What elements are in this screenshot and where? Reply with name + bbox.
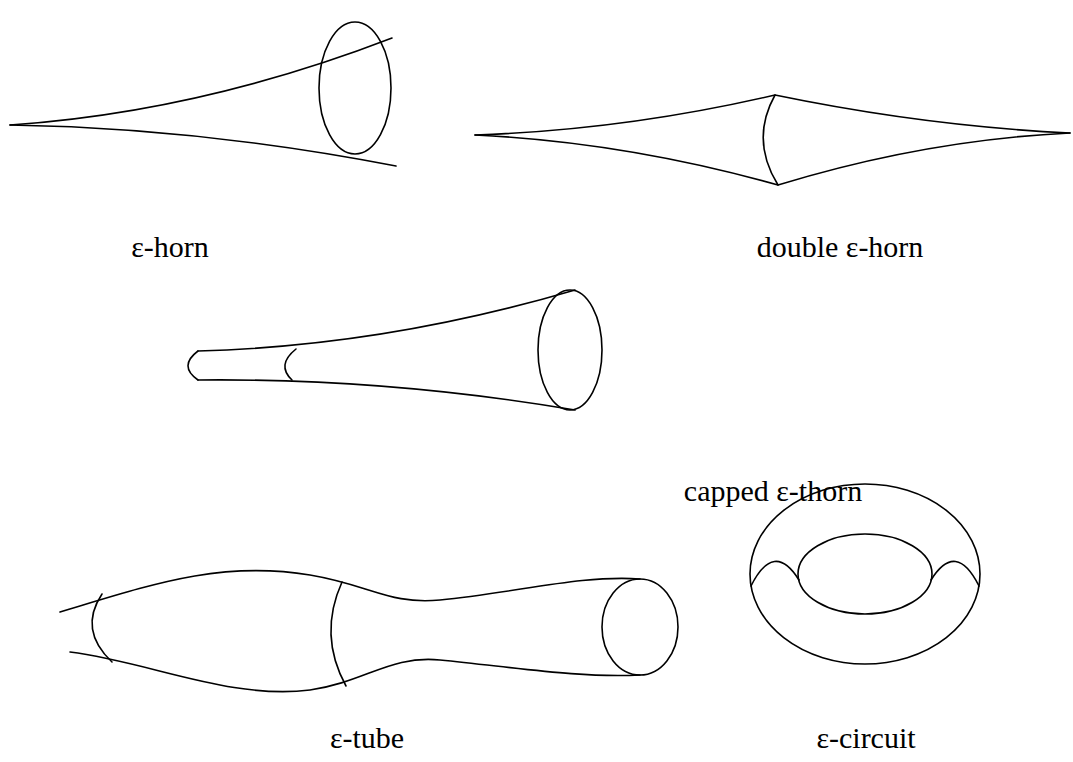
thorn-cap-arc [285, 349, 296, 380]
capped-thorn-figure [188, 290, 602, 410]
figure-caption: double ε-horn [757, 230, 924, 263]
thorn-boundary-circle [538, 290, 602, 410]
torus-meridian [751, 561, 799, 586]
tube-lower-edge [70, 652, 640, 692]
tube-cross-arc [331, 582, 346, 686]
torus-inner [798, 534, 932, 614]
thorn-lower-edge [198, 380, 575, 410]
figure-caption: ε-circuit [816, 721, 915, 754]
double-horn-middle-arc [763, 95, 778, 185]
torus-meridian [931, 561, 979, 586]
tube-upper-edge [60, 570, 640, 612]
thorn-upper-edge [198, 290, 575, 351]
tube-cross-arc [92, 594, 112, 662]
figure-caption: capped ε-thorn [684, 474, 862, 507]
thorn-cap [188, 351, 198, 380]
horn-upper-edge [10, 38, 392, 125]
double-horn-figure [475, 95, 1070, 185]
figure-caption: ε-tube [330, 721, 404, 754]
horn-figure [10, 22, 396, 166]
figure-caption: ε-horn [131, 230, 209, 263]
tube-figure [60, 570, 678, 691]
torus-outer [750, 484, 980, 664]
circuit-figure [750, 484, 980, 664]
horn-boundary-circle [319, 22, 391, 154]
tube-boundary-circle [602, 579, 678, 675]
double-horn-lower-edge [475, 133, 1070, 185]
